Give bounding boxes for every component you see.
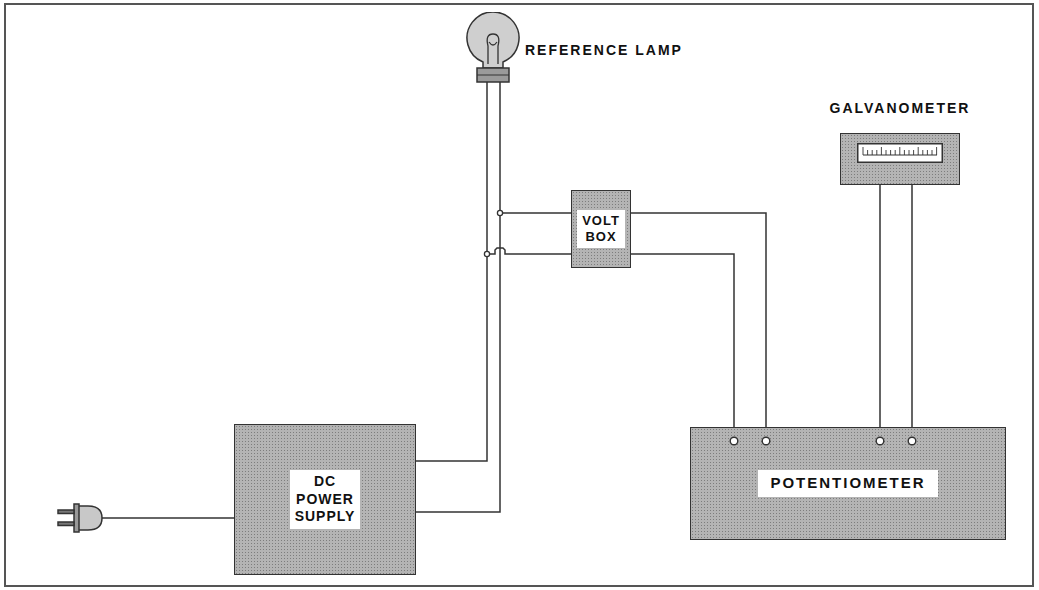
wire-pair <box>880 185 912 437</box>
power-supply: DC POWER SUPPLY <box>234 424 416 575</box>
potentiometer: POTENTIOMETER <box>690 427 1006 540</box>
box-label: DC POWER SUPPLY <box>295 473 356 526</box>
wire-pair <box>416 82 500 512</box>
power-plug <box>58 504 234 532</box>
label-panel: POTENTIOMETER <box>758 470 937 497</box>
box-label: VOLT BOX <box>582 213 620 246</box>
junction-dot <box>497 210 502 215</box>
reference-lamp: REFERENCE LAMP <box>463 12 693 84</box>
binding-post <box>876 437 884 445</box>
label-panel: DC POWER SUPPLY <box>290 470 361 529</box>
binding-post <box>908 437 916 445</box>
box-label: POTENTIOMETER <box>770 474 925 493</box>
galvanometer: GALVANOMETER <box>840 133 960 185</box>
wire-pair <box>487 213 571 254</box>
binding-post <box>730 437 738 445</box>
meter-scale <box>857 143 943 163</box>
wire-pair <box>631 213 766 437</box>
lamp-bulb <box>463 12 523 84</box>
volt-box: VOLT BOX <box>571 190 631 268</box>
junction-dot <box>484 251 489 256</box>
binding-post <box>762 437 770 445</box>
label-panel: VOLT BOX <box>577 210 625 249</box>
instrument-label: GALVANOMETER <box>830 100 971 118</box>
lamp-label: REFERENCE LAMP <box>525 42 683 60</box>
